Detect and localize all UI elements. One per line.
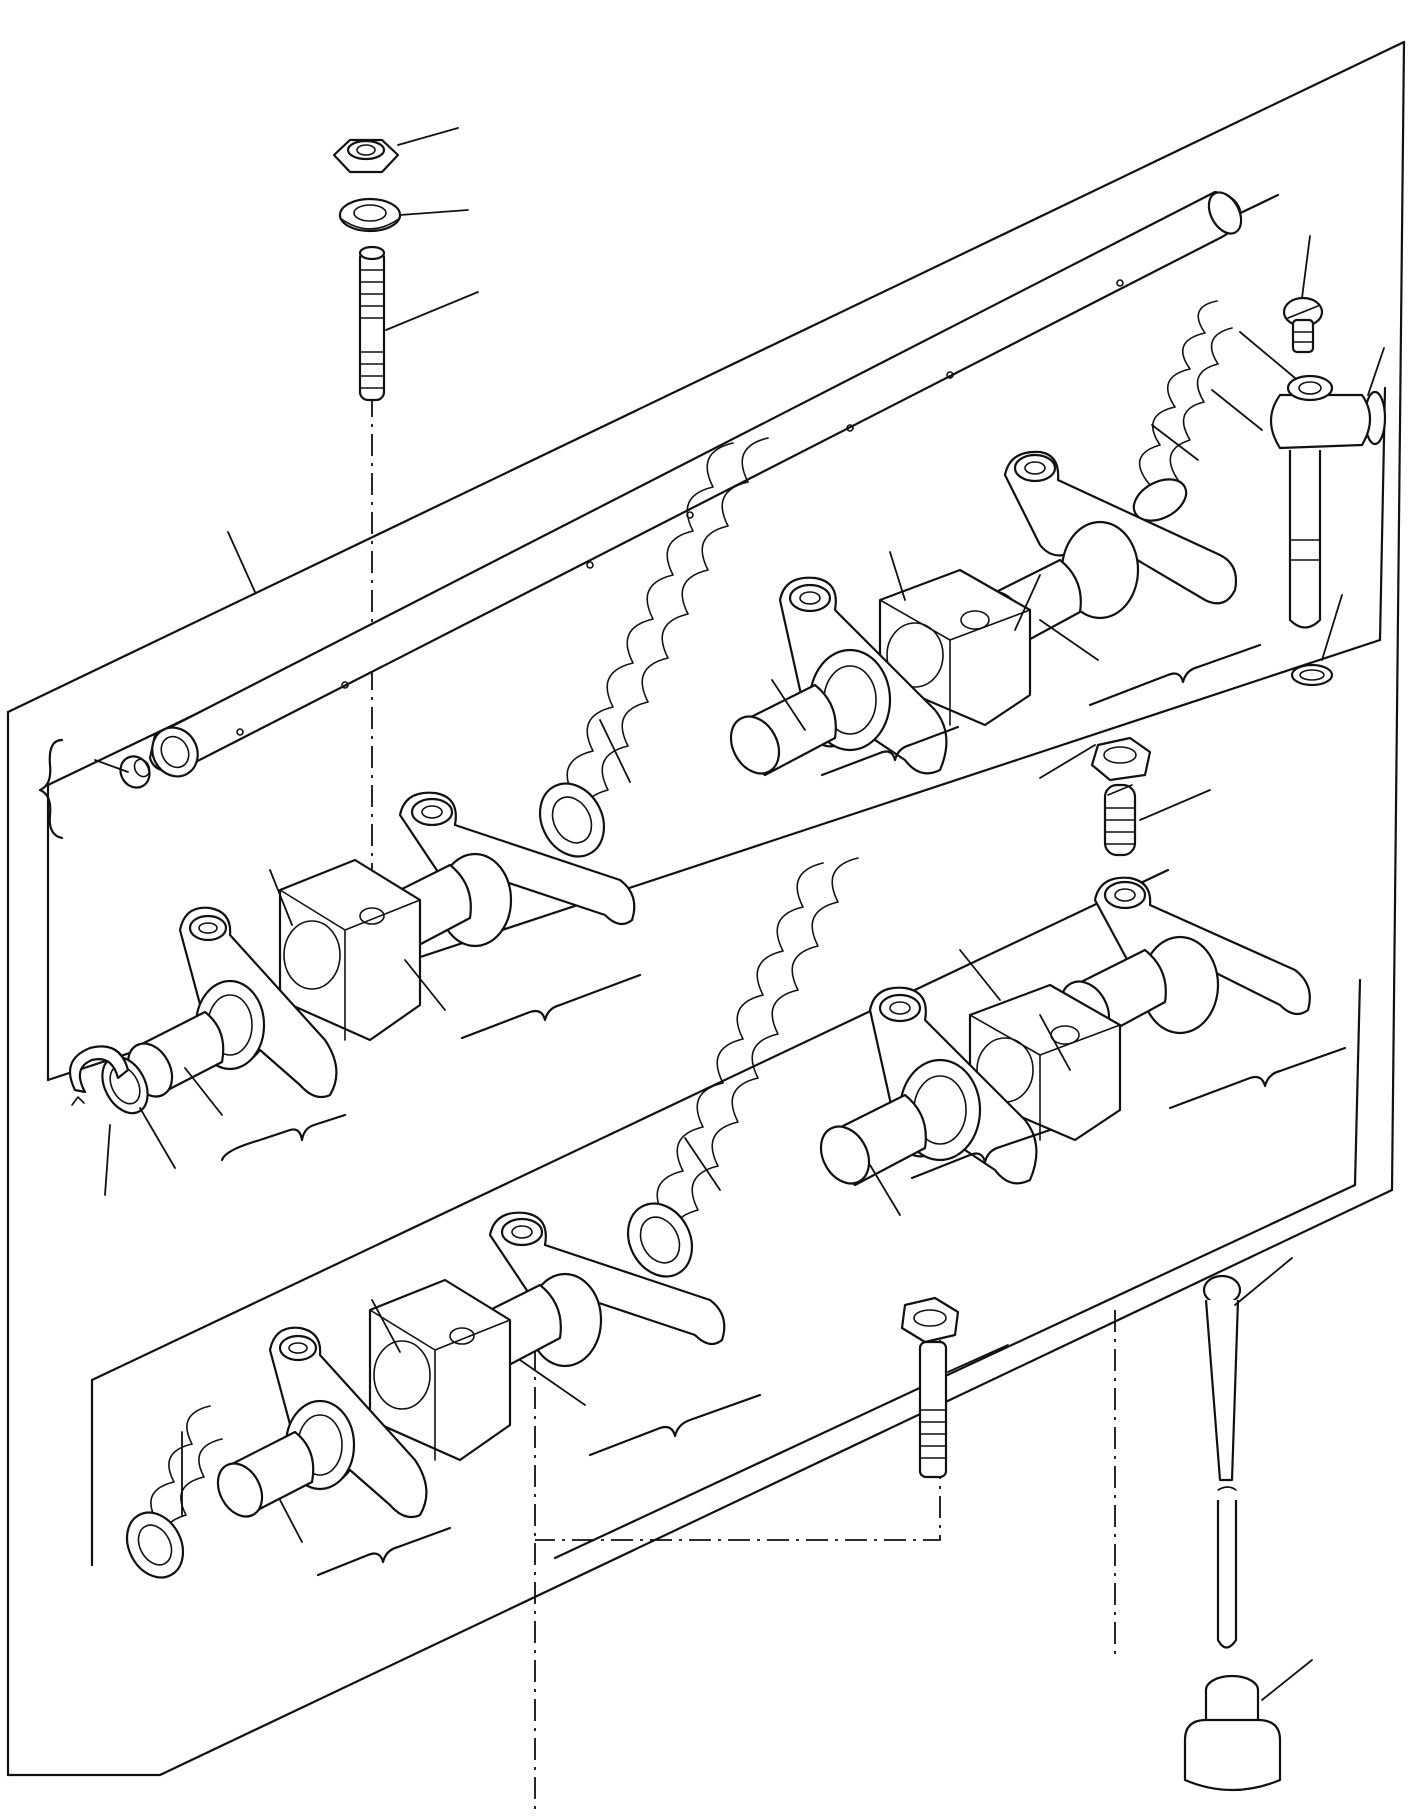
bushing-bottom-far-left <box>216 1430 315 1518</box>
tappet <box>1183 1674 1282 1792</box>
oil-feed-screw <box>1282 296 1324 354</box>
adjusting-nut-top <box>1090 736 1152 782</box>
bushing-top-middle <box>729 683 837 777</box>
mounting-stud <box>358 245 386 402</box>
shaft-group-brace <box>38 738 64 840</box>
bushing-bottom-middle <box>819 1093 927 1187</box>
oil-feed-seal-ring <box>1290 663 1334 687</box>
spring-bottom-center <box>626 857 859 1278</box>
top-nut <box>332 138 400 174</box>
alignment-lines <box>371 395 1116 1812</box>
outer-frame <box>6 40 1406 1777</box>
bottom-shaft-frame <box>90 868 1362 1567</box>
oil-feed-banjo <box>1269 374 1387 629</box>
rocker-shaft <box>148 190 1243 778</box>
rocker-arm-bottom-right <box>1093 876 1311 1035</box>
push-rod <box>1202 1274 1242 1649</box>
group-braces <box>220 643 1347 1577</box>
adjusting-screw-top <box>1103 783 1137 857</box>
circlip-top-left <box>68 1045 130 1106</box>
spring-bottom-left <box>125 1405 223 1579</box>
leader-lines <box>94 127 1385 1701</box>
oil-feed-spring <box>1132 300 1233 522</box>
top-washer <box>338 197 402 233</box>
spring-top-center <box>538 437 769 858</box>
shaft-plug <box>119 755 151 789</box>
mounting-bolt <box>900 1296 960 1479</box>
